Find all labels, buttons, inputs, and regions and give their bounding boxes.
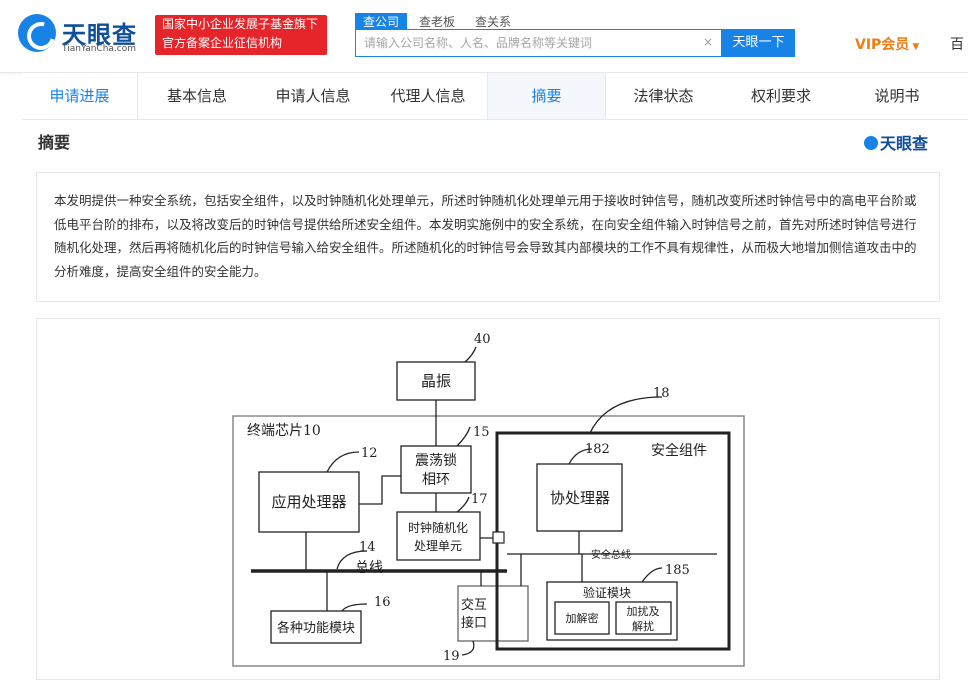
ref-14: 14 — [359, 540, 376, 555]
vip-member-menu[interactable]: VIP会员▼ — [855, 34, 919, 54]
badge-line-1: 国家中小企业发展子基金旗下 — [162, 17, 319, 31]
ref-40: 40 — [474, 332, 491, 347]
scramble-label-2: 解扰 — [632, 619, 654, 633]
tianyancha-watermark: 天眼查 — [864, 130, 928, 154]
bus-label: 总线 — [355, 560, 383, 576]
abstract-text: 本发明提供一种安全系统，包括安全组件，以及时钟随机化处理单元，所述时钟随机化处理… — [36, 172, 940, 302]
tab-basic-info[interactable]: 基本信息 — [166, 87, 227, 105]
chip-outline — [232, 415, 745, 667]
coprocessor-label: 协处理器 — [550, 489, 610, 507]
scramble-label-1: 加扰及 — [627, 604, 660, 618]
clock-label-2: 处理单元 — [414, 539, 462, 553]
logo-eye-icon — [864, 136, 878, 150]
chip-label: 终端芯片10 — [247, 423, 321, 439]
clock-randomizer-box — [396, 511, 481, 561]
ref-17: 17 — [471, 492, 488, 507]
official-badge: 国家中小企业发展子基金旗下 官方备案企业征信机构 — [155, 15, 327, 55]
search-tab-company[interactable]: 查公司 — [355, 13, 408, 31]
crypto-label: 加解密 — [566, 611, 599, 625]
security-component-box — [495, 431, 731, 651]
system-diagram: 40 晶振 终端芯片10 15 震荡锁 相环 12 应用处理器 17 时钟随机化… — [232, 332, 745, 667]
pll-label-2: 相环 — [422, 472, 450, 488]
search-box: × — [355, 29, 722, 57]
verify-label: 验证模块 — [583, 585, 631, 600]
caret-down-icon: ▼ — [912, 42, 920, 52]
vip-label: VIP会员 — [855, 37, 910, 53]
tab-legal-status[interactable]: 法律状态 — [633, 87, 694, 105]
scramble-box — [615, 601, 672, 635]
patent-tabs: 申请进展 基本信息 申请人信息 代理人信息 摘要 法律状态 权利要求 说明书 — [22, 73, 968, 120]
app-processor-box — [258, 471, 360, 533]
abstract-figure: 40 晶振 终端芯片10 15 震荡锁 相环 12 应用处理器 17 时钟随机化… — [36, 318, 940, 680]
security-label: 安全组件 — [651, 442, 707, 459]
more-menu[interactable]: 百 — [950, 37, 964, 53]
modules-box — [270, 610, 362, 644]
tianyancha-logo[interactable]: 天眼查 TianYanCha.com — [18, 14, 148, 56]
tab-agent[interactable]: 代理人信息 — [390, 87, 466, 105]
ref-182: 182 — [585, 442, 610, 457]
ref-19: 19 — [443, 649, 460, 664]
badge-line-2: 官方备案企业征信机构 — [162, 36, 283, 50]
tab-divider — [487, 73, 488, 119]
ref-18: 18 — [653, 386, 670, 401]
app-processor-label: 应用处理器 — [271, 493, 346, 511]
crypto-box — [554, 601, 610, 635]
modules-label: 各种功能模块 — [277, 620, 355, 636]
tab-applicant[interactable]: 申请人信息 — [275, 87, 351, 105]
secure-bus-label: 安全总线 — [591, 548, 631, 561]
ref-185: 185 — [665, 563, 690, 578]
clear-icon[interactable]: × — [702, 35, 713, 49]
search-input[interactable] — [356, 30, 702, 56]
logo-eye-icon — [18, 14, 56, 52]
tab-divider — [605, 73, 606, 119]
search-tab-boss[interactable]: 查老板 — [419, 15, 456, 29]
ref-15: 15 — [473, 425, 490, 440]
watermark-text: 天眼查 — [880, 134, 929, 153]
pll-label-1: 震荡锁 — [415, 453, 457, 469]
tab-divider — [137, 73, 138, 119]
tab-progress[interactable]: 申请进展 — [49, 87, 110, 105]
search-tab-relation[interactable]: 查关系 — [475, 15, 512, 29]
logo-name: 天眼查 — [62, 21, 137, 49]
ref-16: 16 — [374, 595, 391, 610]
search-type-tabs: 查公司查老板 查关系 — [355, 11, 523, 31]
tab-description[interactable]: 说明书 — [874, 87, 920, 105]
section-title: 摘要 — [38, 133, 71, 152]
logo-domain: TianYanCha.com — [62, 44, 137, 54]
tab-abstract[interactable]: 摘要 — [488, 73, 605, 119]
crystal-label: 晶振 — [421, 372, 451, 390]
tab-claims[interactable]: 权利要求 — [750, 87, 811, 105]
io-label-1: 交互 — [461, 597, 487, 613]
io-interface-box — [457, 585, 529, 642]
verify-module-box — [546, 581, 678, 641]
clock-label-1: 时钟随机化 — [408, 520, 468, 535]
ref-12: 12 — [361, 446, 378, 461]
io-label-2: 接口 — [461, 615, 487, 631]
top-header: 天眼查 TianYanCha.com 国家中小企业发展子基金旗下 官方备案企业征… — [0, 0, 968, 73]
search-button[interactable]: 天眼一下 — [722, 29, 795, 57]
